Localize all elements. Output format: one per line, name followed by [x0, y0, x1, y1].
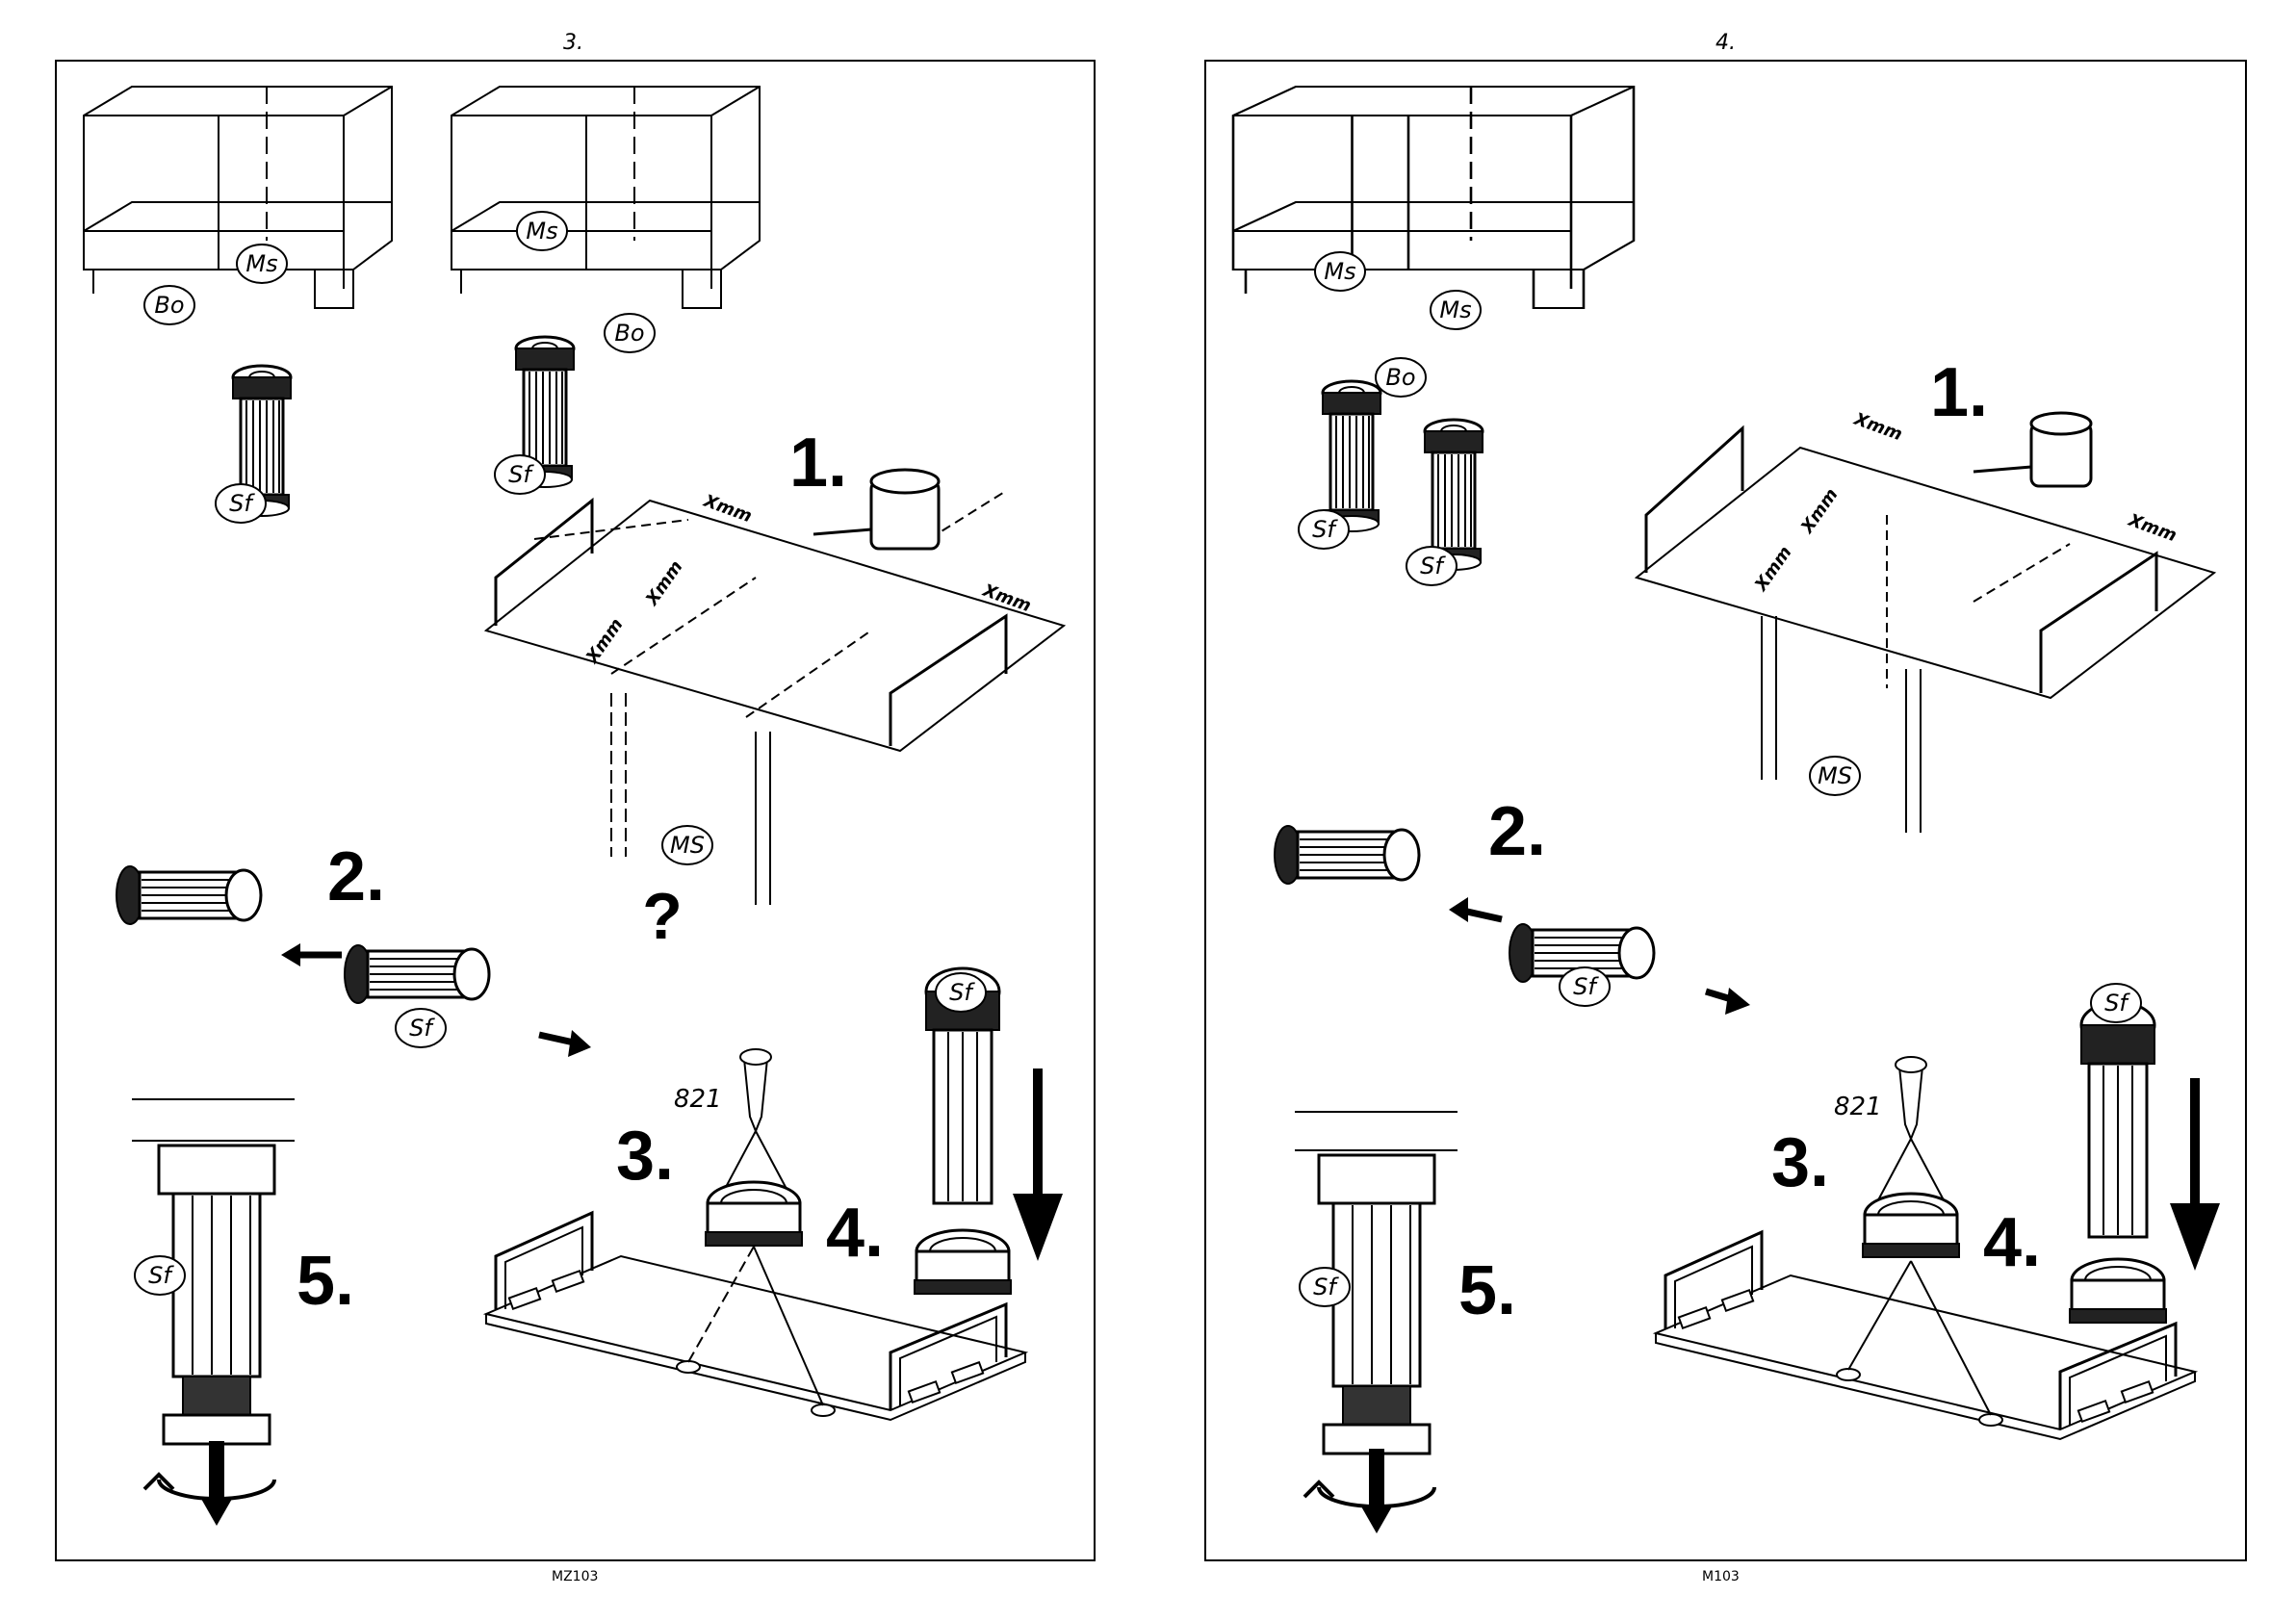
label-sf: Sf: [148, 1262, 174, 1289]
step-4: 4.: [826, 1195, 884, 1272]
label-ms-caps: MS: [670, 832, 705, 859]
label-ms: Ms: [1324, 258, 1355, 285]
label-sf: Sf: [2104, 990, 2130, 1017]
label-bo: Bo: [614, 320, 644, 347]
label-sf: Sf: [1573, 973, 1599, 1000]
label-bo: Bo: [1385, 364, 1415, 391]
screw-code: 821: [674, 1085, 722, 1114]
step-5: 5.: [297, 1243, 354, 1320]
screw-code: 821: [1834, 1093, 1882, 1121]
label-ms: Ms: [526, 218, 557, 245]
label-sf: Sf: [229, 490, 255, 517]
step-2: 2.: [327, 838, 385, 915]
step-3: 3.: [616, 1118, 674, 1195]
right-page-illustrations: [1233, 87, 2220, 1533]
label-bo: Bo: [154, 292, 184, 319]
step-5: 5.: [1458, 1252, 1516, 1329]
label-sf: Sf: [1420, 553, 1446, 579]
label-sf: Sf: [508, 461, 534, 488]
label-ms: Ms: [245, 250, 277, 277]
step-1: 1.: [789, 425, 847, 502]
dimension-xmm: Xmm: [2125, 510, 2179, 547]
question-mark: ?: [642, 880, 683, 953]
label-sf: Sf: [1313, 1274, 1339, 1300]
dimension-xmm: Xmm: [1850, 409, 1904, 446]
left-page-illustrations: [84, 87, 1064, 1526]
step-2: 2.: [1488, 793, 1546, 870]
step-4: 4.: [1983, 1204, 2041, 1281]
step-3: 3.: [1771, 1124, 1829, 1201]
label-sf: Sf: [1312, 516, 1338, 543]
label-sf: Sf: [949, 979, 975, 1006]
label-ms-caps: MS: [1818, 762, 1852, 789]
label-sf: Sf: [409, 1015, 435, 1042]
label-ms: Ms: [1439, 296, 1471, 323]
step-1: 1.: [1930, 354, 1988, 431]
